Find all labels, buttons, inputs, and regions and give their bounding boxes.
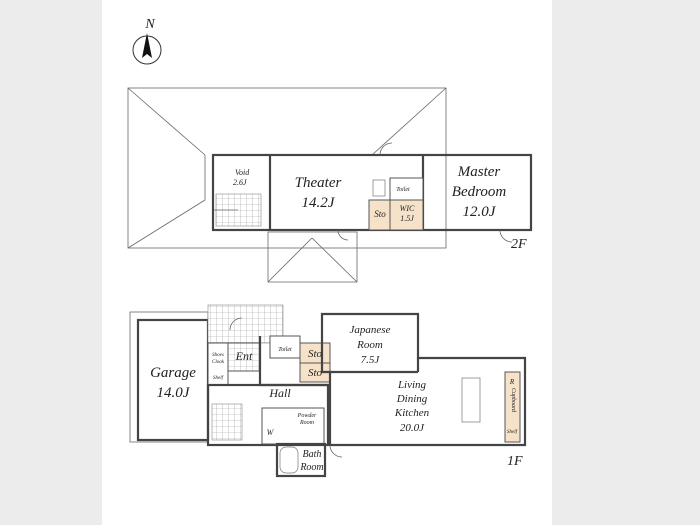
master-size: 12.0J [463,204,497,220]
compass-icon: N [132,17,162,65]
powder-room-label-2: Room [299,420,315,426]
master-label-1: Master [457,164,501,180]
floor-2f [211,142,533,243]
garage-size: 14.0J [157,385,191,401]
entrance-label: Ent [235,349,253,363]
garage-label: Garage [150,365,196,381]
kitchen-shelf-label: Shelf [507,430,518,435]
refrigerator-label: R [509,378,515,386]
theater-label: Theater [295,175,342,191]
floor-1f [129,304,527,478]
floor-label-1f: 1F [507,454,523,469]
shoes-label: Shoes [212,353,224,358]
japanese-room-size: 7.5J [361,354,381,366]
wic-size: 1.5J [400,214,414,223]
hall-label: Hall [268,386,291,400]
floor-label-2f: 2F [511,237,527,252]
wic-label: WIC [400,204,415,213]
bath-room-label-1: Bath [303,449,322,460]
sto-lower-label: Sto [308,367,323,379]
sto-upper-label: Sto [308,348,323,360]
left-side-panel [0,0,102,525]
ldk-label-3: Kitchen [394,407,430,419]
sto-label-2f: Sto [374,209,386,219]
ldk-label-1: Living [397,379,427,391]
cloak-label: Cloak [212,360,225,365]
bath-room-label-2: Room [299,462,323,473]
powder-room-label-1: Powder [297,413,317,419]
cupboard-label: Cupboard [510,388,516,413]
shoes-shelf-label: Shelf [213,376,224,381]
japanese-room-label-2: Room [356,339,383,351]
toilet-label-2f: Toilet [396,187,410,193]
void-label: Void [235,168,250,177]
ldk-label-2: Dining [396,393,428,405]
toilet-label-1f: Toilet [278,347,292,353]
ldk-size: 20.0J [400,422,425,434]
right-side-panel [552,0,700,525]
north-label: N [144,17,155,32]
roof-outline-2f [127,87,447,283]
master-label-2: Bedroom [452,184,507,200]
void-size: 2.6J [233,178,247,187]
japanese-room-label-1: Japanese [350,324,391,336]
washer-label: W [267,428,275,437]
theater-size: 14.2J [302,195,336,211]
